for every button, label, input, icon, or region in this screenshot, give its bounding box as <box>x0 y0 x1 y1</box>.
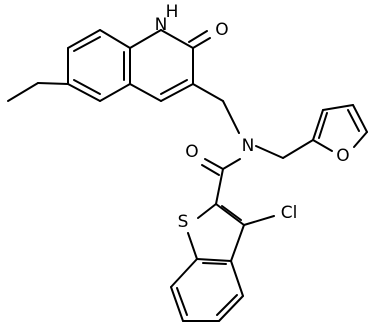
bond <box>73 79 101 95</box>
atom-label-n-amide: N <box>242 136 255 156</box>
bond <box>187 232 198 260</box>
bond <box>67 83 101 102</box>
bond <box>202 262 227 265</box>
bond <box>322 104 354 111</box>
bond <box>230 260 244 297</box>
bond <box>312 139 333 152</box>
bond <box>230 224 245 262</box>
atom-label-s-thiophene: S <box>178 212 189 232</box>
bond <box>353 131 368 148</box>
bond <box>188 30 208 43</box>
bond <box>312 109 324 141</box>
bond <box>216 294 238 316</box>
bond <box>218 295 244 322</box>
bond <box>282 139 314 159</box>
bond <box>222 100 240 134</box>
bond <box>222 158 241 170</box>
bond <box>201 164 220 176</box>
bond <box>129 83 162 102</box>
bond <box>215 203 245 226</box>
atom-label-o-ketone: O <box>215 20 228 40</box>
bond <box>160 29 194 49</box>
atom-label-cl: Cl <box>281 203 298 223</box>
bond <box>192 83 224 102</box>
bond <box>160 79 188 95</box>
atom-label-o-amide: O <box>185 142 198 162</box>
atom-label-nh: H <box>166 2 179 22</box>
bond-lines <box>7 29 368 322</box>
bond <box>347 109 360 132</box>
bond <box>160 83 194 102</box>
atom-label-o-furan: O <box>336 146 349 166</box>
bond <box>255 145 284 159</box>
bond <box>37 82 69 85</box>
bond <box>170 258 198 288</box>
bond <box>196 258 232 262</box>
atom-label-n-ring: N <box>155 15 168 35</box>
bond <box>352 104 368 133</box>
bond <box>99 29 131 49</box>
bond <box>73 36 101 52</box>
bond <box>204 158 224 170</box>
atom-labels: H N O N O O S Cl <box>155 2 350 232</box>
bond <box>197 203 217 219</box>
bond <box>170 286 184 322</box>
bond <box>129 29 162 49</box>
bond <box>221 205 242 221</box>
bond <box>67 29 101 49</box>
bond <box>318 112 328 139</box>
bond <box>215 168 224 205</box>
bond <box>99 83 131 102</box>
bond <box>192 37 211 49</box>
bond <box>243 215 275 226</box>
bond <box>176 287 188 316</box>
bond <box>7 82 39 102</box>
